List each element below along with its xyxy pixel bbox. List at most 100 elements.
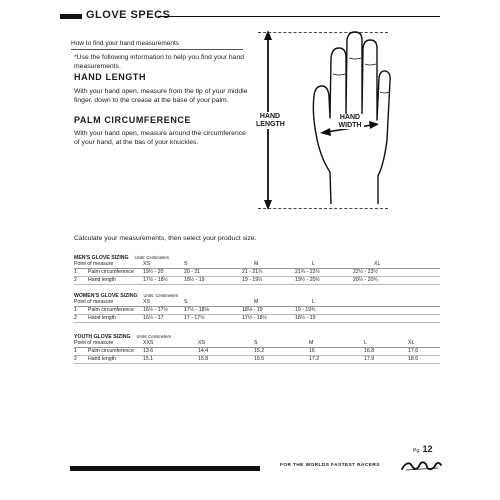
table-cell: 16½ - 17 [143, 315, 164, 321]
how-to-heading: How to find your hand measurements [71, 40, 180, 47]
row-label: Palm circumference [88, 269, 134, 275]
page-title: GLOVE SPECS [86, 9, 171, 21]
table-cell: 18½ - 19 [184, 277, 205, 283]
header-cell: XS [198, 340, 205, 346]
table-header-row: Point of measure XS S M L [74, 299, 440, 307]
table-cell: 16.5 [254, 356, 265, 362]
table-cell: 17½ - 18⅛ [184, 307, 209, 313]
table-row: 2 Hand length 17½ - 18½ 18½ - 19 19 - 19… [74, 277, 440, 285]
table-cell: 20½ - 20¾ [353, 277, 378, 283]
row-number: 2 [74, 315, 77, 321]
row-number: 2 [74, 277, 77, 283]
header-cell: Point of measure [74, 261, 114, 267]
page-number: Pg.12 [413, 444, 433, 454]
row-label: Hand length [88, 356, 116, 362]
row-number: 1 [74, 307, 77, 313]
row-number: 2 [74, 356, 77, 362]
header-cell: L [312, 261, 315, 267]
hand-figure: HAND LENGTH HAND WIDTH [248, 22, 448, 217]
table-title-text: YOUTH GLOVE SIZING [74, 334, 131, 340]
table-cell: 16.8 [364, 348, 375, 354]
row-label: Palm circumference [88, 348, 134, 354]
table-title: WOMEN'S GLOVE SIZING Units: Centimeters [74, 292, 440, 299]
header-accent-bar [60, 14, 82, 19]
header-cell: S [254, 340, 258, 346]
table-title-text: WOMEN'S GLOVE SIZING [74, 293, 138, 299]
header-cell: XL [408, 340, 415, 346]
header-cell: XL [374, 261, 381, 267]
table-cell: 22½ - 23½ [353, 269, 378, 275]
page-number-value: 12 [422, 444, 433, 454]
row-label: Hand length [88, 315, 116, 321]
bottom-dashed-line [258, 208, 388, 209]
header-cell: XS [143, 299, 150, 305]
table-cell: 17 - 17½ [184, 315, 205, 321]
table-cell: 13.6 [143, 348, 154, 354]
mens-sizing-table: MEN'S GLOVE SIZING Units: Centimeters Poi… [74, 254, 440, 285]
header-cell: L [364, 340, 367, 346]
table-cell: 15.2 [254, 348, 265, 354]
table-cell: 18⅛ - 19 [242, 307, 263, 313]
table-cell: 17.9 [364, 356, 375, 362]
table-header-row: Point of measure XXS XS S M L XL [74, 340, 440, 348]
header-cell: M [254, 261, 259, 267]
header-cell: S [184, 261, 188, 267]
table-cell: 19½ - 20½ [295, 277, 320, 283]
header-cell: Point of measure [74, 340, 114, 346]
table-title-text: MEN'S GLOVE SIZING [74, 255, 129, 261]
header-cell: M [254, 299, 259, 305]
footer-tagline: FOR THE WORLDS FASTEST RACERS [280, 463, 380, 468]
how-to-rule [71, 49, 243, 50]
table-cell: 17½ - 18½ [143, 277, 168, 283]
table-cell: 15.8 [198, 356, 209, 362]
table-cell: 19 - 19½ [242, 277, 263, 283]
palm-title: PALM CIRCUMFERENCE [74, 115, 192, 125]
womens-sizing-table: WOMEN'S GLOVE SIZING Units: Centimeters P… [74, 292, 440, 323]
table-cell: 19 - 19¾ [295, 307, 316, 313]
header-cell: M [309, 340, 314, 346]
table-cell: 16½ - 17½ [143, 307, 168, 313]
brand-logo [401, 461, 442, 471]
row-label: Hand length [88, 277, 116, 283]
row-label: Palm circumference [88, 307, 134, 313]
table-cell: 14.4 [198, 348, 209, 354]
calc-instruction: Calculate your measurements, then select… [74, 235, 257, 242]
header-cell: XXS [143, 340, 154, 346]
table-cell: 15.1 [143, 356, 154, 362]
header-cell: XS [143, 261, 150, 267]
table-cell: 18½ - 19 [295, 315, 316, 321]
hand-length-title: HAND LENGTH [74, 72, 147, 82]
row-number: 1 [74, 269, 77, 275]
table-row: 1 Palm circumference 13.6 14.4 15.2 16 1… [74, 348, 440, 356]
table-row: 1 Palm circumference 19½ - 20 20 - 21 21… [74, 269, 440, 277]
table-title: YOUTH GLOVE SIZING Units: Centimeters [74, 333, 440, 340]
table-cell: 18.6 [408, 356, 419, 362]
youth-sizing-table: YOUTH GLOVE SIZING Units: Centimeters Poi… [74, 333, 440, 364]
table-row: 2 Hand length 15.1 15.8 16.5 17.2 17.9 1… [74, 356, 440, 364]
header-cell: S [184, 299, 188, 305]
palm-text: With your hand open, measure around the … [74, 130, 246, 146]
table-units: Units: Centimeters [143, 293, 178, 298]
top-dashed-line [258, 32, 388, 33]
table-units: Units: Centimeters [136, 334, 171, 339]
hand-length-label: HAND LENGTH [256, 112, 285, 129]
table-cell: 21¾ - 22½ [295, 269, 320, 275]
table-row: 1 Palm circumference 16½ - 17½ 17½ - 18⅛… [74, 307, 440, 315]
page-prefix: Pg. [413, 448, 421, 454]
table-cell: 19½ - 20 [143, 269, 164, 275]
hand-length-text: With your hand open, measure from the ti… [74, 88, 248, 104]
table-row: 2 Hand length 16½ - 17 17 - 17½ 17½ - 18… [74, 315, 440, 323]
table-cell: 17½ - 18½ [242, 315, 267, 321]
header-rule [158, 16, 440, 17]
table-cell: 17.6 [408, 348, 419, 354]
table-header-row: Point of measure XS S M L XL [74, 261, 440, 269]
table-units: Units: Centimeters [134, 255, 170, 260]
header-cell: Point of measure [74, 299, 114, 305]
table-cell: 16 [309, 348, 315, 354]
table-title: MEN'S GLOVE SIZING Units: Centimeters [74, 254, 440, 261]
footer-accent-bar [70, 466, 260, 471]
table-cell: 21 - 21¾ [242, 269, 263, 275]
row-number: 1 [74, 348, 77, 354]
table-cell: 17.2 [309, 356, 320, 362]
table-cell: 20 - 21 [184, 269, 201, 275]
